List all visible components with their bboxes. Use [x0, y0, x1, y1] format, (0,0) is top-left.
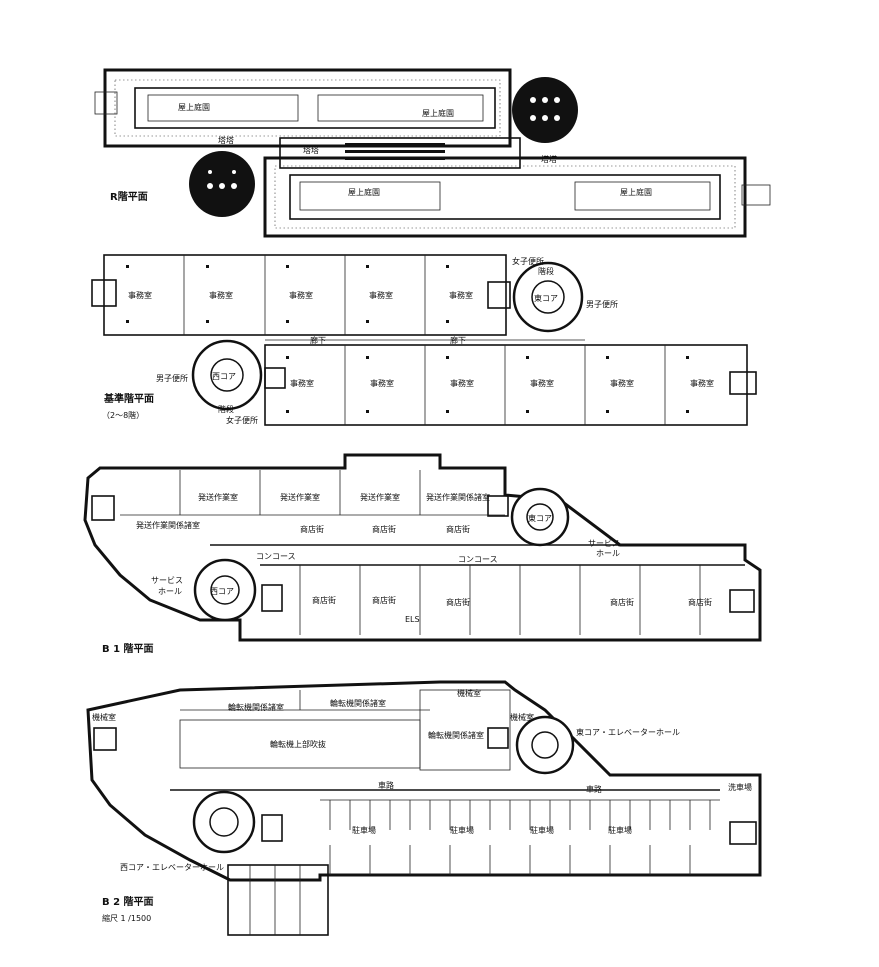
stairs-label: 階段 [538, 266, 554, 276]
b1-plan-title: B 1 階平面 [102, 642, 154, 655]
b1-plan: 発送作業室 発送作業室 発送作業室 発送作業関係諸室 発送作業関係諸室 商店街 … [83, 453, 762, 655]
concourse-label: コンコース [256, 552, 296, 561]
office-label: 事務室 [209, 290, 233, 300]
roof-garden-label-2: 屋上庭園 [422, 108, 454, 118]
b1-east-core [510, 487, 570, 547]
parking-stalls [329, 800, 711, 875]
rotary-related-label: 輪転機関係諸室 [330, 698, 386, 708]
rotary-related-label: 輪転機関係諸室 [228, 702, 284, 712]
roof-tower-label-3: 塔塔 [541, 154, 557, 164]
roof-tower-east [512, 77, 578, 143]
east-core-label: 東コア [528, 513, 552, 523]
parking-label: 駐車場 [450, 825, 474, 835]
west-core-label: 西コア [210, 587, 234, 596]
machine-room-label: 機械室 [457, 688, 481, 698]
office-label: 事務室 [128, 290, 152, 300]
b1-outline [83, 453, 762, 642]
rotary-related-label: 輪転機関係諸室 [428, 730, 484, 740]
concourse-label: コンコース [458, 555, 498, 564]
b2-east-core [515, 715, 575, 775]
carwash-label: 洗車場 [728, 782, 752, 792]
east-core-elevator-hall-label: 東コア・エレベーターホール [576, 727, 680, 737]
roof-garden-label-3: 屋上庭園 [348, 187, 380, 197]
scale-label: 縮尺 1 /1500 [102, 913, 151, 923]
els-label: ELS [405, 615, 420, 624]
shipping-room-label: 発送作業室 [360, 492, 400, 502]
office-label: 事務室 [290, 378, 314, 388]
parking-label: 駐車場 [530, 825, 554, 835]
parking-label: 駐車場 [352, 825, 376, 835]
office-label: 事務室 [610, 378, 634, 388]
typical-plan: 事務室 事務室 事務室 事務室 事務室 事務室 事務室 事務室 事務室 事務室 … [91, 254, 757, 426]
typical-lower-wing [264, 344, 748, 426]
corridor-label: 廊下 [450, 335, 466, 345]
hall-label: ホール [158, 587, 182, 596]
road-label: 車路 [586, 784, 602, 794]
west-core-elevator-hall-label: 西コア・エレベーターホール [120, 863, 224, 872]
roof-tower-west [189, 151, 255, 217]
shops-label: 商店街 [446, 597, 470, 607]
shipping-related-label: 発送作業関係諸室 [426, 492, 490, 502]
rotary-void-label: 輪転機上部吹抜 [270, 739, 326, 749]
shipping-related-label: 発送作業関係諸室 [136, 520, 200, 530]
shops-label: 商店街 [688, 597, 712, 607]
womens-restroom-label: 女子便所 [512, 256, 544, 266]
b2-outline [86, 680, 762, 882]
stairs-label: 階段 [218, 404, 234, 414]
office-label: 事務室 [369, 290, 393, 300]
shops-label: 商店街 [446, 524, 470, 534]
office-label: 事務室 [289, 290, 313, 300]
west-core-label: 西コア [212, 372, 236, 381]
roof-tower-label-1: 塔塔 [218, 135, 234, 145]
womens-restroom-label: 女子便所 [226, 415, 258, 425]
shipping-room-label: 発送作業室 [198, 492, 238, 502]
b2-plan: 機械室 機械室 機械室 輪転機関係諸室 輪転機関係諸室 輪転機関係諸室 輪転機上… [86, 680, 762, 936]
b2-annex [227, 864, 329, 936]
roof-lower-block [263, 156, 747, 238]
mens-restroom-label: 男子便所 [156, 373, 188, 383]
service-label: サービス [588, 539, 620, 548]
shops-label: 商店街 [300, 524, 324, 534]
b2-west-core [192, 790, 256, 854]
road-label: 車路 [378, 780, 394, 790]
typical-plan-subtitle: （2〜8階） [102, 410, 144, 420]
office-label: 事務室 [449, 290, 473, 300]
parking-label: 駐車場 [608, 825, 632, 835]
shops-label: 商店街 [610, 597, 634, 607]
machine-room-label: 機械室 [92, 712, 116, 722]
shops-label: 商店街 [312, 595, 336, 605]
shops-label: 商店街 [372, 595, 396, 605]
shipping-room-label: 発送作業室 [280, 492, 320, 502]
typical-west-core [191, 339, 263, 411]
office-label: 事務室 [370, 378, 394, 388]
b2-plan-title: B 2 階平面 [102, 895, 154, 908]
roof-garden-label-1: 屋上庭園 [178, 102, 210, 112]
typical-east-core [512, 261, 584, 333]
roof-plan-title: R階平面 [110, 190, 148, 203]
office-label: 事務室 [450, 378, 474, 388]
shops-label: 商店街 [372, 524, 396, 534]
hall-label: ホール [596, 549, 620, 558]
roof-garden-label-4: 屋上庭園 [620, 187, 652, 197]
roof-upper-block [103, 68, 512, 148]
typical-upper-wing [103, 254, 507, 336]
b1-west-core [193, 558, 257, 622]
machine-room-label: 機械室 [510, 712, 534, 722]
east-core-label: 東コア [534, 293, 558, 303]
typical-plan-title: 基準階平面 [103, 392, 154, 405]
office-label: 事務室 [530, 378, 554, 388]
office-label: 事務室 [690, 378, 714, 388]
roof-tower-label-2: 塔塔 [303, 145, 319, 155]
roof-plan: 屋上庭園 屋上庭園 屋上庭園 屋上庭園 塔塔 塔塔 塔塔 R階平面 [94, 68, 771, 238]
corridor-label: 廊下 [310, 335, 326, 345]
service-label: サービス [151, 576, 183, 585]
mens-restroom-label: 男子便所 [586, 299, 618, 309]
